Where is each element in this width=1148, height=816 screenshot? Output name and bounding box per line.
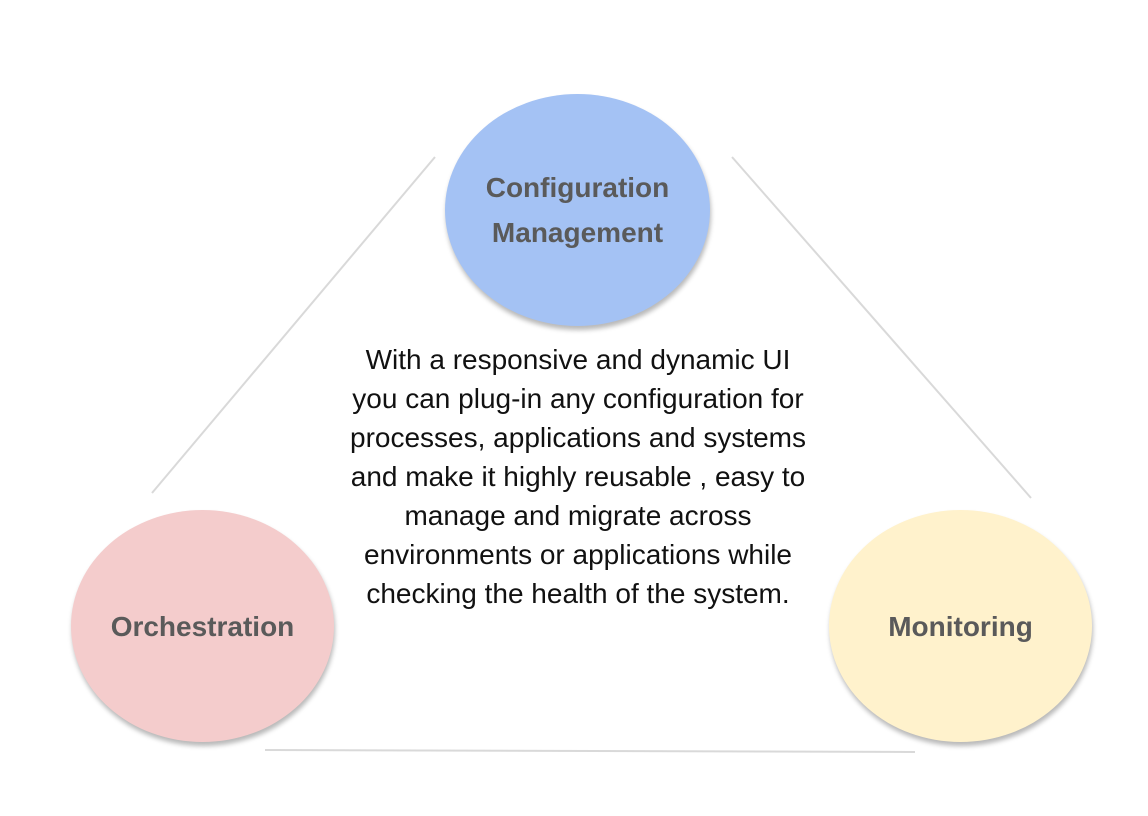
connector-bottom (264, 749, 916, 753)
description-text: With a responsive and dynamic UI you can… (350, 344, 806, 609)
monitoring-node: Monitoring (829, 510, 1092, 742)
monitoring-label: Monitoring (888, 610, 1033, 642)
configuration-management-node: Configuration Management (445, 94, 710, 326)
connector-right (731, 156, 1032, 499)
orchestration-node: Orchestration (71, 510, 334, 742)
orchestration-label: Orchestration (110, 610, 295, 642)
configuration-management-label: Configuration Management (485, 172, 670, 248)
connector-left (151, 156, 436, 494)
